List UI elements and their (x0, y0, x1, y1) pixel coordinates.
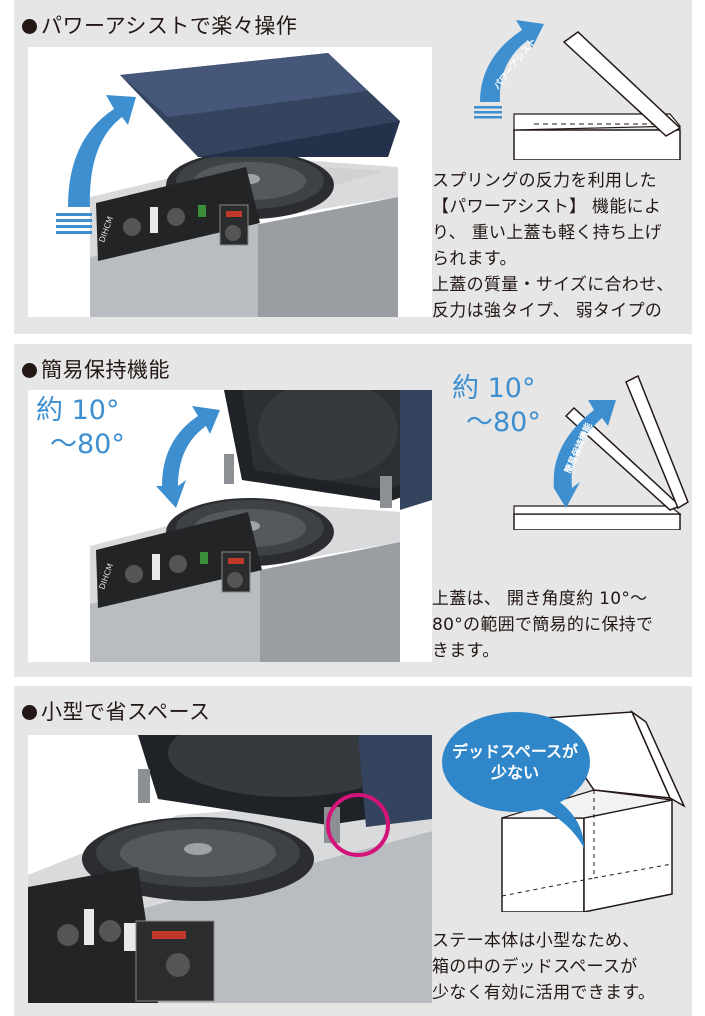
bubble-line: デッドスペースが (451, 742, 579, 761)
bubble-line: 少ない (490, 763, 539, 782)
product-photo-lid-open-assist: DIHCM (28, 47, 432, 317)
angle-range-label: 約 10° ～80° (36, 394, 125, 462)
description-line: 少なく有効に活用できます。 (432, 983, 656, 1003)
section-compact: 小型で省スペース (14, 686, 692, 1016)
section-power-assist: パワーアシストで楽々操作 DIHCM (14, 0, 692, 334)
section-heading: 簡易保持機能 (22, 354, 170, 384)
section-heading: パワーアシストで楽々操作 (22, 10, 297, 40)
section-description: 上蓋は、 開き角度約 10°～ 80°の範囲で簡易的に保持で きます。 (432, 586, 688, 664)
bullet-icon (22, 363, 37, 378)
description-line: スプリングの反力を利用した (432, 171, 657, 191)
description-line: ステー本体は小型なため、 (432, 931, 640, 951)
bullet-icon (22, 19, 37, 34)
section-description: ステー本体は小型なため、 箱の中のデッドスペースが 少なく有効に活用できます。 (432, 928, 688, 1006)
bubble-text: デッドスペースが 少ない (442, 741, 588, 783)
curved-arrow-up-icon: パワーアシスト (474, 20, 544, 119)
angle-max: ～80° (50, 429, 125, 460)
angle-max: ～80° (466, 407, 541, 438)
description-line: 箱の中のデッドスペースが (432, 957, 638, 977)
angle-min: 約 10° (36, 395, 120, 426)
description-line: られます。 (432, 249, 517, 269)
power-assist-diagram: パワーアシスト (434, 10, 692, 160)
description-line: 反力は強タイプ、 弱タイプの (432, 301, 663, 321)
simple-hold-diagram: 簡易保持機能 約 10° ～80° (434, 370, 692, 530)
heading-text: 簡易保持機能 (41, 358, 170, 382)
double-arrow-icon (156, 406, 220, 508)
heading-text: パワーアシストで楽々操作 (41, 14, 298, 38)
product-photo-closeup (28, 735, 432, 1003)
section-heading: 小型で省スペース (22, 696, 210, 726)
section-description: スプリングの反力を利用した 【パワーアシスト】 機能によ り、 重い上蓋も軽く持… (432, 168, 688, 324)
description-line: きます。 (432, 641, 500, 661)
angle-min: 約 10° (452, 373, 536, 404)
description-line: 80°の範囲で簡易的に保持で (432, 615, 654, 635)
heading-text: 小型で省スペース (41, 700, 211, 724)
description-line: 上蓋の質量・サイズに合わせ、 (432, 275, 674, 295)
angle-range-label: 約 10° ～80° (452, 372, 541, 440)
dead-space-diagram: デッドスペースが 少ない (434, 698, 692, 912)
description-line: り、 重い上蓋も軽く持ち上げ (432, 223, 662, 243)
description-line: 【パワーアシスト】 機能によ (432, 197, 662, 217)
description-line: 上蓋は、 開き角度約 10°～ (432, 589, 648, 609)
curved-arrow-up-icon (56, 95, 136, 234)
section-simple-hold: 簡易保持機能 (14, 344, 692, 677)
highlight-circle-icon (326, 793, 390, 857)
product-photo-lid-held: DIHCM 約 10° ～80° (28, 390, 432, 662)
speech-bubble (442, 712, 590, 848)
bullet-icon (22, 705, 37, 720)
